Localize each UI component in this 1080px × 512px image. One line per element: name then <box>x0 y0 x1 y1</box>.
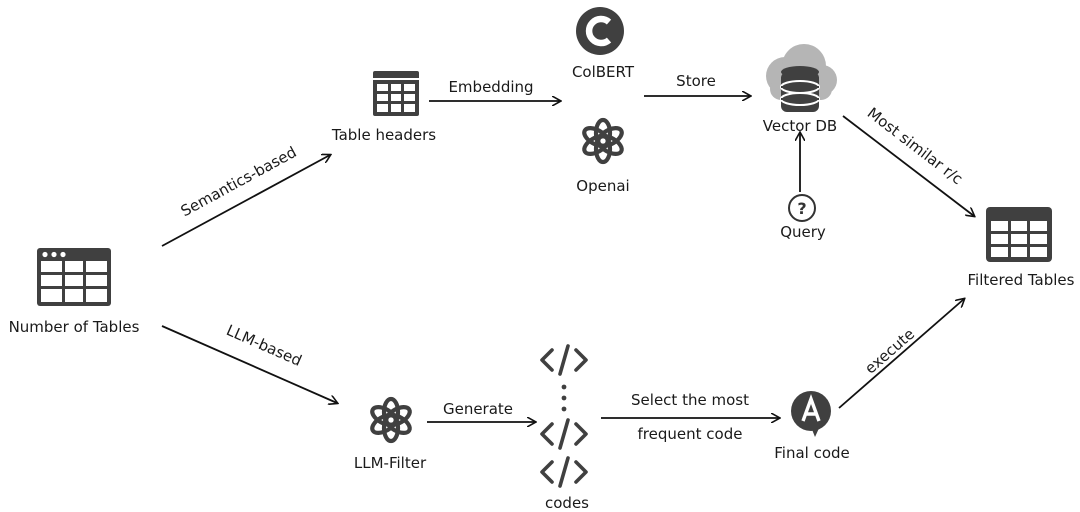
select-edge-label-line1: Select the most <box>631 391 749 409</box>
final-code-label: Final code <box>774 444 850 462</box>
most-similar-edge-label: Most similar r/c <box>864 104 966 188</box>
filtered-tables-icon <box>986 207 1052 262</box>
llm-edge-label: LLM-based <box>224 321 305 370</box>
code-icon <box>540 456 588 488</box>
select-edge-label-line2: frequent code <box>638 425 743 443</box>
vector-db-label: Vector DB <box>763 117 837 135</box>
anthropic-logo-icon <box>791 391 831 437</box>
generate-edge-label: Generate <box>443 400 513 418</box>
table-headers-label: Table headers <box>331 126 436 144</box>
llm-filter-icon <box>369 399 412 441</box>
svg-text:?: ? <box>797 199 806 218</box>
colbert-logo-icon <box>576 7 624 55</box>
table-headers-icon <box>373 71 419 116</box>
execute-arrow <box>838 299 964 409</box>
ellipsis-dots <box>561 384 567 412</box>
cloud-database-icon <box>766 44 837 112</box>
colbert-label: ColBERT <box>572 63 635 81</box>
table-window-icon <box>37 248 111 306</box>
code-icon <box>540 344 588 376</box>
execute-edge-label: execute <box>861 325 918 378</box>
question-circle-icon: ? <box>788 194 816 222</box>
embedding-edge-label: Embedding <box>448 78 533 96</box>
code-icon <box>540 418 588 450</box>
query-label: Query <box>780 223 826 241</box>
semantics-arrow <box>161 155 330 247</box>
filtered-tables-label: Filtered Tables <box>968 271 1075 289</box>
llm-arrow <box>161 325 337 403</box>
llm-filter-label: LLM-Filter <box>354 454 427 472</box>
codes-label: codes <box>545 494 589 512</box>
tables-label: Number of Tables <box>9 318 140 336</box>
store-edge-label: Store <box>676 72 716 90</box>
openai-logo-icon <box>581 120 624 162</box>
most-similar-arrow <box>842 115 974 216</box>
openai-label: Openai <box>576 177 629 195</box>
